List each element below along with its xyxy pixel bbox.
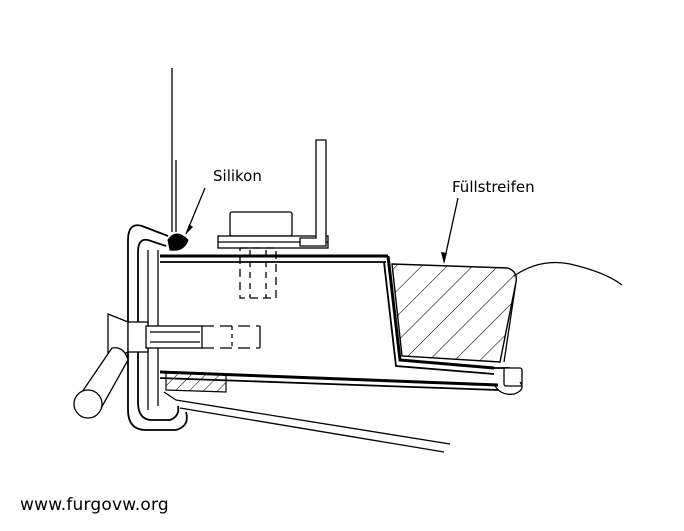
main-profile xyxy=(159,254,510,391)
watermark-text: www.furgovw.org xyxy=(20,495,169,515)
bottom-block xyxy=(165,371,227,393)
silikon-leader xyxy=(185,187,206,235)
body-skin xyxy=(503,261,623,363)
fullstreifen-label: Füllstreifen xyxy=(452,178,535,196)
cylinder-rod xyxy=(73,347,129,419)
lower-panel xyxy=(163,391,451,453)
horizontal-screw xyxy=(107,313,261,364)
fill-strip xyxy=(391,263,518,363)
vertical-wall xyxy=(171,68,177,232)
right-clip xyxy=(493,367,523,395)
silikon-label: Silikon xyxy=(213,167,262,185)
bolt-shaft xyxy=(239,247,277,299)
silicone-bead xyxy=(167,233,189,251)
fullstreifen-leader xyxy=(441,197,459,264)
l-bracket xyxy=(299,139,327,247)
